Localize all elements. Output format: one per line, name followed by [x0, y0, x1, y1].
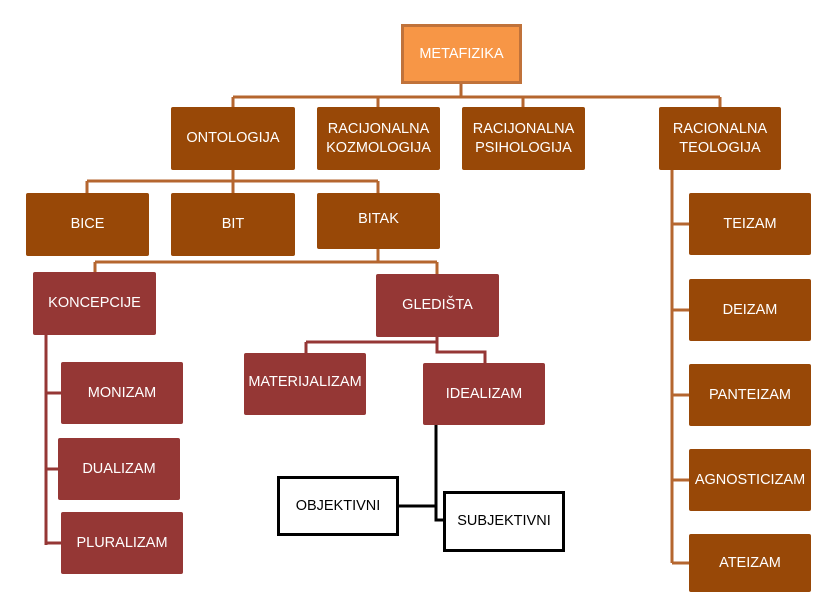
node-bit: BIT: [171, 193, 295, 256]
node-ontologija: ONTOLOGIJA: [171, 107, 295, 170]
node-deizam: DEIZAM: [689, 279, 811, 341]
node-agnosticizam: AGNOSTICIZAM: [689, 449, 811, 511]
node-idealizam: IDEALIZAM: [423, 363, 545, 425]
node-teizam: TEIZAM: [689, 193, 811, 255]
node-racijonalna-psihologija: RACIJONALNA PSIHOLOGIJA: [462, 107, 585, 170]
node-bice: BICE: [26, 193, 149, 256]
node-metafizika: METAFIZIKA: [401, 24, 522, 84]
node-subjektivni: SUBJEKTIVNI: [443, 491, 565, 552]
connector-koncepcije: [44, 335, 61, 545]
node-pluralizam: PLURALIZAM: [61, 512, 183, 574]
connector-bitak: [93, 249, 439, 274]
node-gledista: GLEDIŠTA: [376, 274, 499, 337]
connector-teologija: [670, 170, 689, 565]
node-objektivni: OBJEKTIVNI: [277, 476, 399, 536]
node-materijalizam: MATERIJALIZAM: [244, 353, 366, 415]
connector-gledista: [304, 337, 487, 363]
node-ateizam: ATEIZAM: [689, 534, 811, 592]
node-racijonalna-kozmologija: RACIJONALNA KOZMOLOGIJA: [317, 107, 440, 170]
node-monizam: MONIZAM: [61, 362, 183, 424]
connector-ontologija: [85, 170, 380, 193]
node-panteizam: PANTEIZAM: [689, 364, 811, 426]
connector-root: [231, 84, 722, 107]
connector-idealizam: [399, 425, 443, 522]
node-dualizam: DUALIZAM: [58, 438, 180, 500]
node-racionalna-teologija: RACIONALNA TEOLOGIJA: [659, 107, 781, 170]
node-bitak: BITAK: [317, 193, 440, 249]
node-koncepcije: KONCEPCIJE: [33, 272, 156, 335]
